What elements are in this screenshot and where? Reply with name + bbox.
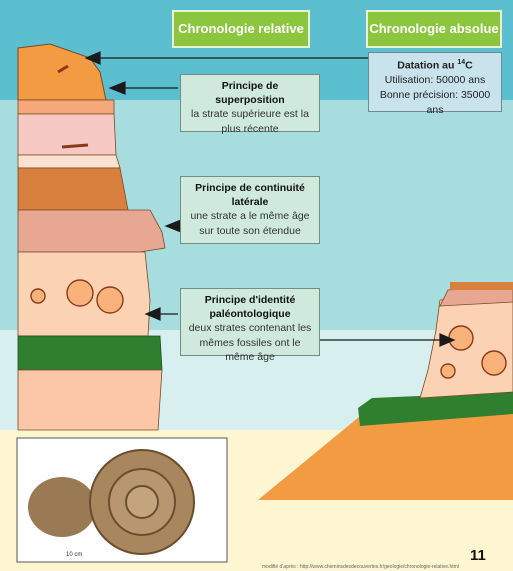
ammonite-icon [97, 287, 123, 313]
pale-stratum [18, 155, 120, 168]
brown-stratum [18, 168, 128, 210]
ammonite-photo [17, 438, 227, 562]
principle-identity: Principe d'identité paléontologique deux… [180, 288, 320, 356]
principle-text: deux strates contenant les mêmes fossile… [189, 322, 312, 362]
header-relative: Chronologie relative [172, 10, 310, 48]
credit-text: modifié d'après : http://www.cheminsdesd… [262, 564, 508, 570]
principle-text: la strate supérieure est la plus récente [191, 108, 309, 134]
striped-stratum [18, 210, 165, 252]
datation-precision: Bonne précision: 35000 ans [375, 88, 495, 117]
salmon-stratum [18, 100, 114, 114]
green-stratum [18, 336, 162, 370]
header-absolute: Chronologie absolue [366, 10, 502, 48]
principle-text: une strate a le même âge sur toute son é… [190, 210, 309, 236]
datation-title: Datation au 14C [375, 58, 495, 73]
principle-title: Principe d'identité paléontologique [187, 293, 313, 321]
principle-title: Principe de superposition [187, 79, 313, 107]
right-brown-cap [450, 282, 513, 290]
shell-icon [441, 364, 455, 378]
principle-title: Principe de continuité latérale [187, 181, 313, 209]
datation-utilisation: Utilisation: 50000 ans [375, 73, 495, 88]
lower-stratum [18, 370, 162, 430]
ammonite-icon [449, 326, 473, 350]
principle-continuity: Principe de continuité latérale une stra… [180, 176, 320, 244]
page-number: 11 [470, 547, 486, 564]
pink-stratum [18, 114, 116, 155]
datation-box: Datation au 14C Utilisation: 50000 ans B… [368, 52, 502, 112]
rock-matrix [28, 477, 96, 537]
shell-icon [31, 289, 45, 303]
principle-superposition: Principe de superposition la strate supé… [180, 74, 320, 132]
photo-scale-label: 10 cm [66, 552, 82, 558]
ammonite-icon [67, 280, 93, 306]
ammonite-icon [482, 351, 506, 375]
bone-icon [62, 145, 88, 147]
